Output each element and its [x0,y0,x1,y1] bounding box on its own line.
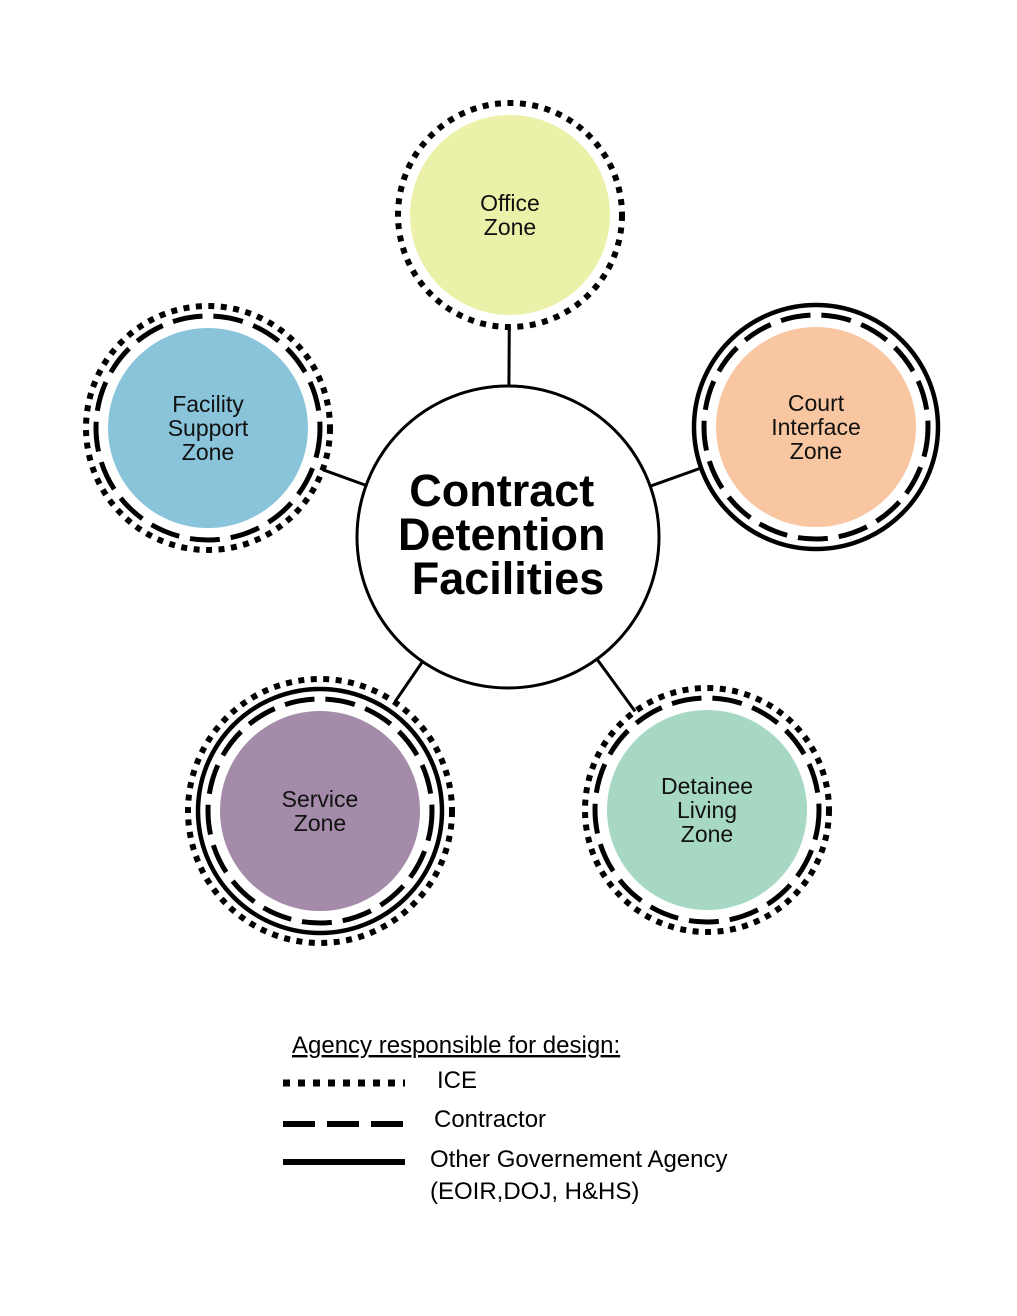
zone-detainee-living-label-line-1: Detainee [661,773,753,799]
zone-office-label-line-2: Zone [484,214,536,240]
center-label-line-1: Contract [409,465,594,516]
zone-service-label-line-1: Service [282,786,359,812]
zone-detainee-living-label-line-3: Zone [681,821,733,847]
zone-office-label-line-1: Office [480,190,540,216]
zone-facility-support-border-contractor [93,313,323,543]
legend-label-other: Other Governement Agency [430,1146,728,1173]
zone-court-interface-label-line-2: Interface [771,414,861,440]
center-label-line-2: Detention [398,509,606,560]
zone-service-border-contractor [205,696,435,926]
zone-court-interface-border-other [691,302,941,552]
center-label-line-3: Facilities [412,553,605,604]
connector-lines [322,326,702,713]
connector-court-interface [649,466,702,488]
legend-label-ice: ICE [437,1067,477,1094]
zone-service-border-ice [185,676,455,946]
zone-facility-support-label-line-3: Zone [182,439,234,465]
zone-court-interface-fill [716,327,916,527]
legend: Agency responsible for design: ICE Contr… [283,1032,728,1205]
zone-court-interface-label-line-3: Zone [790,438,842,464]
connector-facility-support [322,468,367,487]
center-circle [355,384,661,690]
zone-service-fill [220,711,420,911]
zone-service-label-line-2: Zone [294,810,346,836]
zone-court-interface-border-contractor [701,312,931,542]
zone-facility-support-border-ice [83,303,333,553]
zone-office-fill [410,115,610,315]
zone-facility-support-fill [108,328,308,528]
zone-court-interface-label-line-1: Court [788,390,845,416]
legend-label-other-agencies: (EOIR,DOJ, H&HS) [430,1178,639,1205]
zone-facility-support-label-line-2: Support [168,415,249,441]
zone-detainee-living-label-line-2: Living [677,797,737,823]
zone-office-border-ice [395,100,625,330]
connector-detainee-living [595,658,637,713]
legend-title: Agency responsible for design: [292,1032,620,1059]
legend-label-contractor: Contractor [434,1106,546,1133]
zone-service-border-other [195,686,445,936]
center-node: Contract Detention Facilities [355,384,661,690]
center-label: Contract Detention Facilities [398,465,618,604]
zone-detainee-living-border-contractor [592,695,822,925]
connector-service [393,660,424,704]
zone-detainee-living-fill [607,710,807,910]
zone-facility-support-label-line-1: Facility [172,391,244,417]
zone-detainee-living-border-ice [582,685,832,935]
